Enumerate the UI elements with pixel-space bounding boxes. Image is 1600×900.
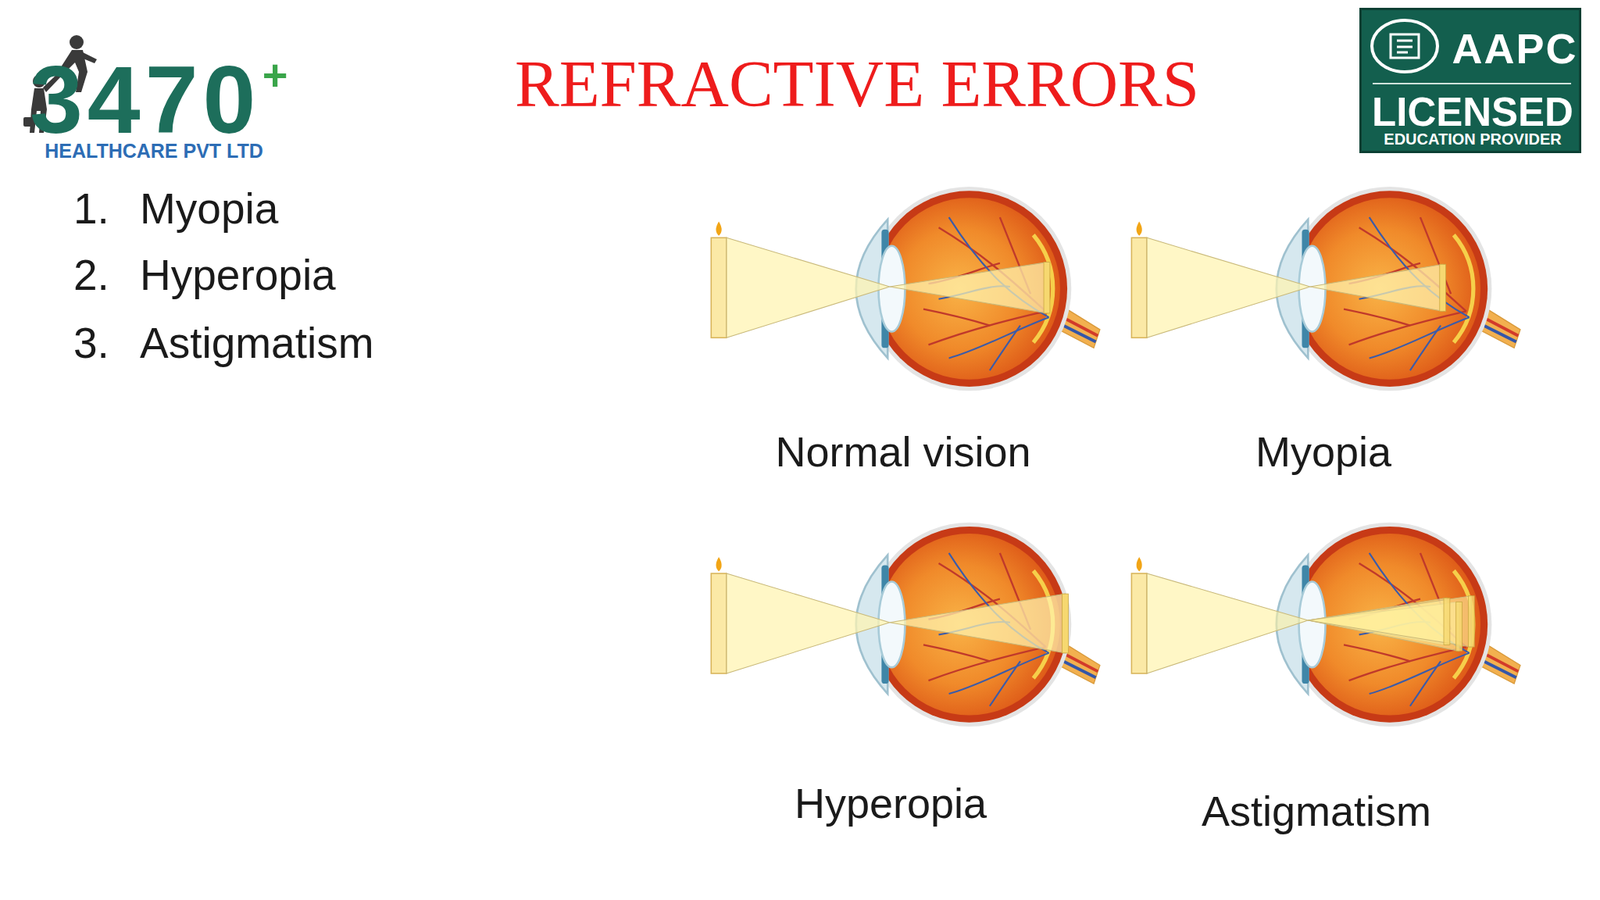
eye-drawing	[1131, 522, 1521, 727]
list-number: 1.	[73, 184, 110, 234]
eye-caption: Astigmatism	[1201, 786, 1432, 836]
logo-plus: +	[262, 50, 289, 100]
badge-brand: AAPC	[1451, 24, 1578, 73]
focused-image	[1043, 262, 1050, 314]
badge-heading: LICENSED	[1371, 89, 1574, 136]
light-rays	[726, 573, 1066, 674]
hyperopia-eye	[710, 522, 1100, 727]
list-item: Hyperopia	[139, 250, 336, 300]
list-number: 2.	[73, 250, 110, 300]
focused-image	[1439, 264, 1447, 311]
astigmatism-eye	[1131, 522, 1521, 727]
eye-caption: Normal vision	[775, 427, 1031, 476]
list-item: Myopia	[139, 184, 279, 234]
logo-number: 3470	[29, 45, 261, 155]
license-badge: AAPC LICENSEDEDUCATION PROVIDER	[1359, 7, 1582, 154]
eye-drawing	[710, 522, 1100, 727]
list-number: 3.	[73, 318, 110, 368]
myopia-eye	[1131, 186, 1521, 391]
light-rays	[1146, 573, 1472, 674]
list-item: Astigmatism	[139, 318, 375, 368]
slide-title: REFRACTIVE ERRORS	[514, 46, 1200, 123]
eye-drawing	[1131, 186, 1521, 391]
eye-caption: Myopia	[1255, 427, 1392, 476]
light-rays	[1146, 237, 1443, 338]
eye-caption: Hyperopia	[794, 778, 987, 828]
focused-image	[1062, 593, 1069, 654]
logo-subtitle: HEALTHCARE PVT LTD	[44, 139, 264, 163]
light-rays	[726, 237, 1047, 338]
badge-subheading: EDUCATION PROVIDER	[1383, 130, 1561, 149]
blurred-images	[1443, 596, 1475, 652]
eye-drawing	[710, 186, 1100, 391]
normal-eye	[710, 186, 1100, 391]
